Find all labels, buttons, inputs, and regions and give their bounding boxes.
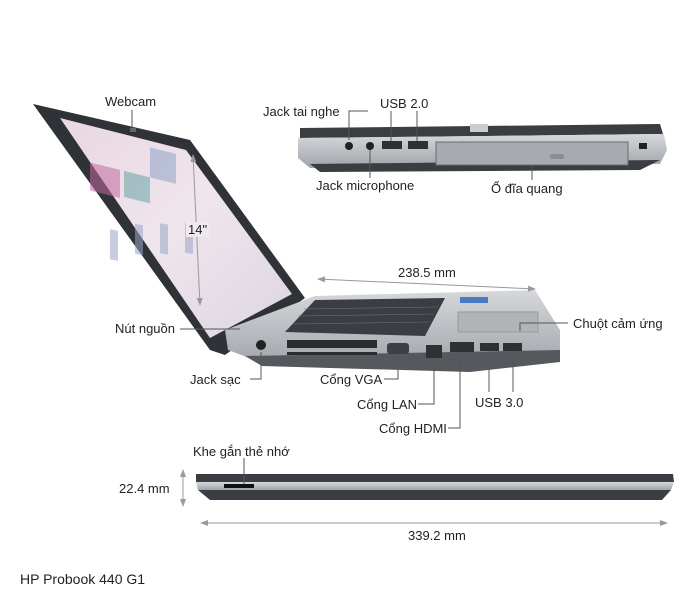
microphone-jack-icon <box>366 142 374 150</box>
label-microphone-jack: Jack microphone <box>316 178 415 193</box>
label-optical-drive: Ổ đĩa quang <box>491 181 563 196</box>
hdmi-port-icon <box>450 342 474 352</box>
label-headphone-jack: Jack tai nghe <box>263 104 340 119</box>
label-width: 339.2 mm <box>408 528 466 543</box>
label-power-button: Nút nguồn <box>115 321 175 336</box>
front-view <box>196 474 674 500</box>
usb3-port-icon <box>480 343 499 351</box>
lan-port-icon <box>426 345 442 358</box>
vga-port-icon <box>387 343 409 354</box>
laptop-base <box>225 290 560 372</box>
headphone-jack-icon <box>345 142 353 150</box>
usb2-port-icon-2 <box>408 141 428 149</box>
label-touchpad: Chuột cảm ứng <box>573 316 663 331</box>
label-screen-size: 14" <box>186 222 210 237</box>
label-usb2: USB 2.0 <box>380 96 429 111</box>
right-side-view <box>298 124 667 172</box>
webcam-icon <box>130 128 136 132</box>
optical-drive-icon <box>435 141 629 166</box>
label-lan-port: Cổng LAN <box>357 397 417 412</box>
label-usb3: USB 3.0 <box>475 395 524 410</box>
label-card-slot: Khe gắn thẻ nhớ <box>193 444 290 459</box>
label-webcam: Webcam <box>105 94 157 109</box>
card-slot-icon <box>224 484 254 488</box>
usb2-port-icon <box>382 141 402 149</box>
product-title: HP Probook 440 G1 <box>20 571 146 587</box>
label-charging-jack: Jack sạc <box>190 372 241 387</box>
label-hdmi-port: Cổng HDMI <box>379 421 447 436</box>
label-vga-port: Cổng VGA <box>320 372 383 387</box>
charging-jack-icon <box>256 340 266 350</box>
callout-lines <box>131 110 568 484</box>
label-height: 22.4 mm <box>119 481 170 496</box>
usb3-port-icon-2 <box>503 343 522 351</box>
label-depth: 238.5 mm <box>398 265 456 280</box>
